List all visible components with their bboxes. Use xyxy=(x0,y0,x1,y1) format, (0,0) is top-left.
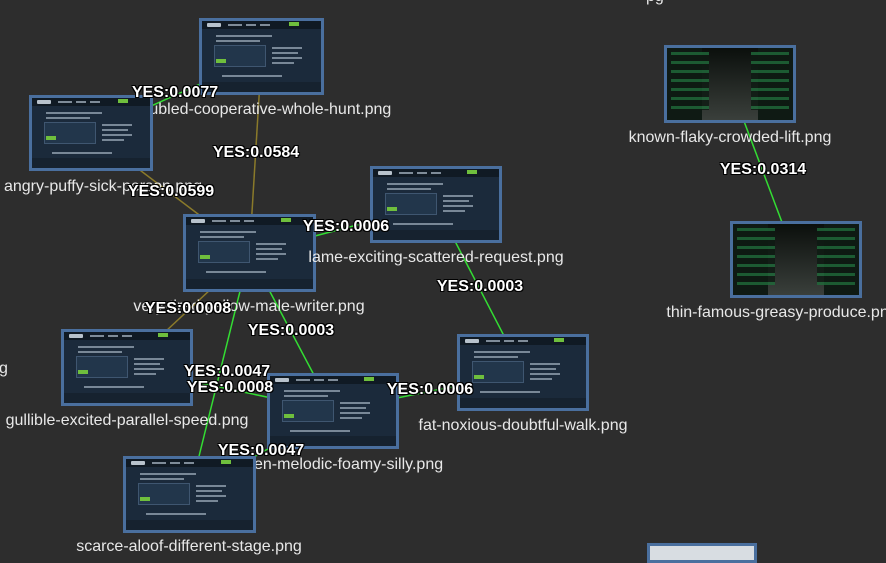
edge-center-scarce xyxy=(188,252,251,495)
node-angry[interactable] xyxy=(29,95,153,171)
edge-label: YES:0.0003 xyxy=(436,278,524,295)
node-label-known: known-flaky-crowded-lift.png xyxy=(628,129,832,146)
node-label-angry: angry-puffy-sick-person.png xyxy=(3,178,203,195)
node-label-gullible: gullible-excited-parallel-speed.png xyxy=(5,412,249,429)
node-label-center: very-tired-yellow-male-writer.png xyxy=(133,298,365,315)
edge-label: YES:0.0008 xyxy=(186,379,274,396)
node-label-troubled: troubled-cooperative-whole-hunt.png xyxy=(130,101,392,118)
node-troubled[interactable] xyxy=(199,18,324,95)
edge-label: YES:0.0584 xyxy=(212,144,300,161)
node-label-melodic: broken-melodic-foamy-silly.png xyxy=(222,456,444,473)
node-fat[interactable] xyxy=(457,334,589,411)
edge-label: YES:0.0008 xyxy=(144,300,232,317)
edge-label: YES:0.0314 xyxy=(719,161,807,178)
node-label-thin: thin-famous-greasy-produce.png xyxy=(666,304,886,321)
node-lame[interactable] xyxy=(370,166,502,243)
node-thin[interactable] xyxy=(730,221,862,298)
node-scarce[interactable] xyxy=(123,456,256,533)
node-center[interactable] xyxy=(183,214,316,292)
node-melodic[interactable] xyxy=(267,373,399,449)
edge-label: YES:0.0006 xyxy=(302,218,390,235)
node-known[interactable] xyxy=(664,45,796,123)
edge-label: YES:0.0003 xyxy=(247,322,335,339)
edge-label: YES:0.0077 xyxy=(131,84,219,101)
edge-label: YES:0.0047 xyxy=(217,442,305,459)
node-label-fat: fat-noxious-doubtful-walk.png xyxy=(418,417,628,434)
node-label-scarce: scarce-aloof-different-stage.png xyxy=(76,538,302,555)
edge-label: YES:0.0047 xyxy=(183,363,271,380)
node-offscreen-bottom[interactable] xyxy=(647,543,757,563)
node-gullible[interactable] xyxy=(61,329,193,406)
edge-label: YES:0.0006 xyxy=(386,381,474,398)
node-label-offscreen-top: pg xyxy=(646,0,664,6)
node-label-lame: lame-exciting-scattered-request.png xyxy=(308,249,564,266)
edge-label: YES:0.0599 xyxy=(127,183,215,200)
node-label-offscreen-left: g xyxy=(0,360,8,377)
